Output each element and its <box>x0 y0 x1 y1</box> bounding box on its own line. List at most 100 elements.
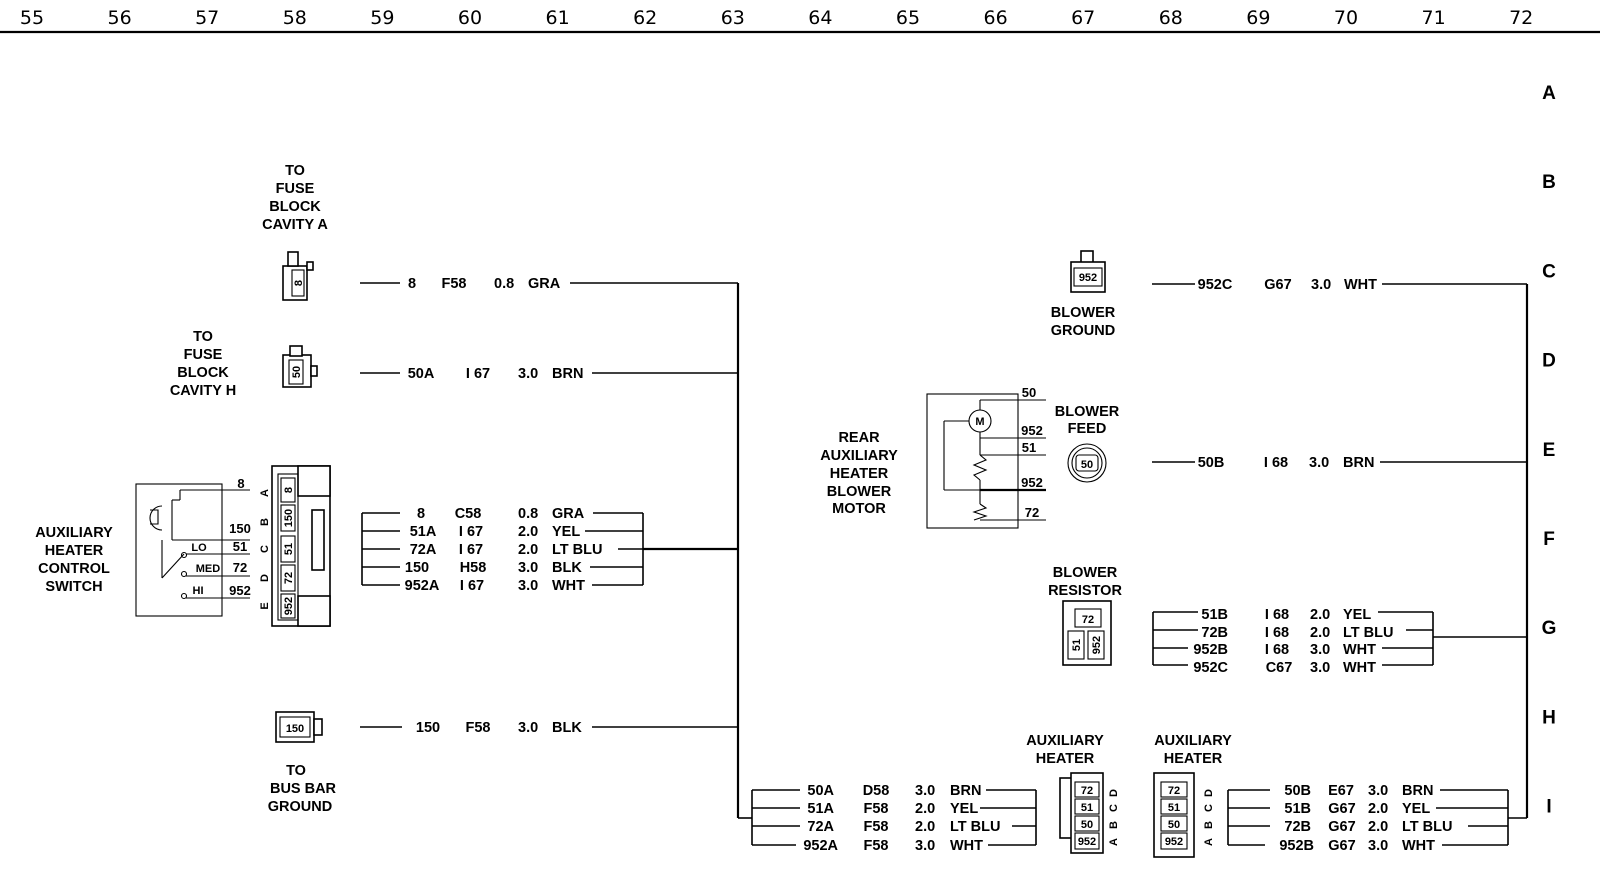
svg-text:E67: E67 <box>1328 783 1354 799</box>
motor-symbol: M <box>975 416 984 428</box>
column-number: 72 <box>1509 7 1533 29</box>
blower-motor-pin-952: 952 <box>1021 423 1043 438</box>
svg-text:3.0: 3.0 <box>1310 642 1330 658</box>
aux-heater-1-pin-72: 72 <box>1081 785 1093 797</box>
svg-text:GRA: GRA <box>552 506 585 522</box>
svg-text:C67: C67 <box>1266 660 1293 676</box>
blower-resistor-title-2: RESISTOR <box>1048 583 1122 599</box>
svg-text:F58: F58 <box>864 819 889 835</box>
column-number: 61 <box>546 7 570 29</box>
svg-text:2.0: 2.0 <box>915 801 935 817</box>
fuse-cavity-a-title-4: CAVITY A <box>262 217 328 233</box>
row-letter: D <box>1542 351 1556 372</box>
svg-text:I 68: I 68 <box>1265 625 1289 641</box>
svg-text:2.0: 2.0 <box>518 524 538 540</box>
svg-text:3.0: 3.0 <box>1368 838 1388 854</box>
svg-text:D58: D58 <box>863 783 890 799</box>
svg-text:YEL: YEL <box>552 524 580 540</box>
svg-text:952C: 952C <box>1198 277 1233 293</box>
svg-text:F58: F58 <box>864 801 889 817</box>
svg-text:I 68: I 68 <box>1265 642 1289 658</box>
row-letter: F <box>1543 529 1555 550</box>
blower-ground-title-2: GROUND <box>1051 323 1115 339</box>
svg-text:2.0: 2.0 <box>1368 801 1388 817</box>
svg-text:YEL: YEL <box>1402 801 1430 817</box>
aux-heater-1-letter-c: C <box>1108 804 1120 812</box>
row-letter: I <box>1546 797 1551 818</box>
svg-text:150: 150 <box>405 560 429 576</box>
wire-label: 72B G67 2.0 LT BLU <box>1284 819 1452 835</box>
svg-text:50B: 50B <box>1198 455 1225 471</box>
column-number: 71 <box>1422 7 1446 29</box>
svg-text:BLK: BLK <box>552 720 582 736</box>
column-number: 69 <box>1246 7 1270 29</box>
fuse-cavity-a-title-3: BLOCK <box>269 199 321 215</box>
svg-text:2.0: 2.0 <box>1310 607 1330 623</box>
svg-text:WHT: WHT <box>1344 277 1377 293</box>
fuse-cavity-a-title-1: TO <box>285 163 305 179</box>
blower-resistor-pin-72: 72 <box>1082 614 1094 626</box>
svg-text:2.0: 2.0 <box>518 542 538 558</box>
switch-circuit-150: 150 <box>229 521 251 536</box>
left-harness <box>360 282 1037 846</box>
svg-text:952B: 952B <box>1279 838 1314 854</box>
svg-text:H58: H58 <box>460 560 487 576</box>
switch-connector-icon: 8 150 51 72 952 A B C D E <box>259 465 331 627</box>
aux-heater-2-letter-b: B <box>1203 821 1215 829</box>
blower-motor-pin-952b: 952 <box>1021 475 1043 490</box>
aux-heater-1-title-1: AUXILIARY <box>1026 733 1104 749</box>
switch-circuit-952: 952 <box>229 583 251 598</box>
column-number: 56 <box>108 7 132 29</box>
aux-heater-1: AUXILIARY HEATER 72 51 50 952 D C B A <box>1026 733 1120 854</box>
svg-text:50A: 50A <box>408 366 435 382</box>
fuse-cavity-a-title-2: FUSE <box>276 181 315 197</box>
blower-motor-title-2: AUXILIARY <box>820 448 898 464</box>
row-letter: H <box>1542 707 1556 728</box>
svg-text:I 67: I 67 <box>459 524 483 540</box>
control-switch-title-1: AUXILIARY <box>35 525 113 541</box>
svg-text:72B: 72B <box>1284 819 1311 835</box>
blower-feed-title-2: FEED <box>1068 421 1107 437</box>
svg-text:2.0: 2.0 <box>1368 819 1388 835</box>
fuse-cavity-h-title-3: BLOCK <box>177 365 229 381</box>
column-number: 67 <box>1071 7 1095 29</box>
svg-text:2.0: 2.0 <box>915 819 935 835</box>
svg-text:3.0: 3.0 <box>518 578 538 594</box>
svg-text:BLK: BLK <box>552 560 582 576</box>
svg-text:3.0: 3.0 <box>518 720 538 736</box>
blower-feed-title-1: BLOWER <box>1055 404 1120 420</box>
bus-bar-title-1: TO <box>286 763 306 779</box>
fuse-cavity-h-title-2: FUSE <box>184 347 223 363</box>
svg-text:LT BLU: LT BLU <box>1402 819 1452 835</box>
switch-pin-8: 8 <box>283 487 295 493</box>
svg-text:3.0: 3.0 <box>915 838 935 854</box>
aux-heater-2-pin-51: 51 <box>1168 802 1180 814</box>
switch-position-med: MED <box>196 563 221 575</box>
column-number: 59 <box>370 7 394 29</box>
column-number: 62 <box>633 7 657 29</box>
row-letter: E <box>1543 440 1556 461</box>
column-number: 65 <box>896 7 920 29</box>
blower-motor-pin-72: 72 <box>1025 505 1039 520</box>
blower-feed-pin: 50 <box>1081 459 1093 471</box>
svg-text:3.0: 3.0 <box>1310 660 1330 676</box>
blower-motor-title-3: HEATER <box>830 466 889 482</box>
svg-text:I 67: I 67 <box>459 542 483 558</box>
svg-text:I 67: I 67 <box>460 578 484 594</box>
blower-resistor-connector-icon: 72 51 952 <box>1062 600 1112 666</box>
bus-bar-title-3: GROUND <box>268 799 332 815</box>
svg-text:G67: G67 <box>1328 819 1355 835</box>
control-switch-title-3: CONTROL <box>38 561 110 577</box>
blower-resistor-title-1: BLOWER <box>1053 565 1118 581</box>
blower-ground-title-1: BLOWER <box>1051 305 1116 321</box>
svg-text:G67: G67 <box>1328 801 1355 817</box>
column-number: 63 <box>721 7 745 29</box>
